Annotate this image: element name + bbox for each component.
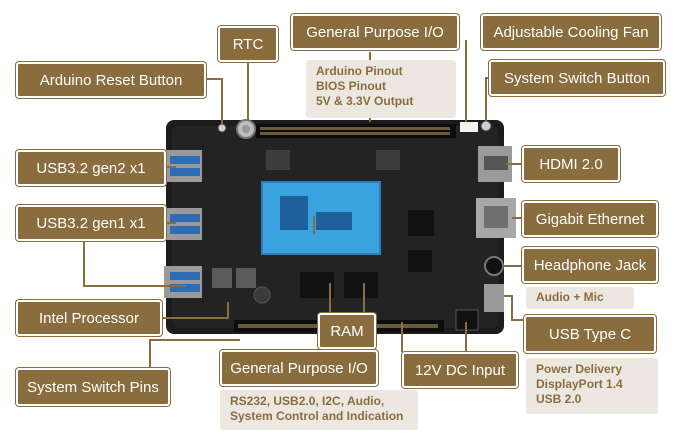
switch-button [480, 120, 492, 132]
usb-gen2-label: USB3.2 gen2 x1 [16, 150, 166, 186]
system-switch-pins-label: System Switch Pins [16, 368, 170, 406]
gpio-bottom-note-line: System Control and Indication [230, 409, 404, 423]
gpio-top-header [256, 124, 456, 138]
usb-c-note-line: USB 2.0 [536, 392, 582, 406]
intel-cpu [261, 181, 381, 255]
usb-c-note: Power Delivery DisplayPort 1.4 USB 2.0 [526, 358, 658, 414]
gpio-top-note: Arduino Pinout BIOS Pinout 5V & 3.3V Out… [306, 60, 456, 118]
usb-c-label: USB Type C [524, 315, 656, 353]
gpio-bottom-label: General Purpose I/O [220, 350, 378, 386]
fan-connector [460, 122, 478, 132]
gpio-bottom-note-line: RS232, USB2.0, I2C, Audio, [230, 394, 385, 408]
gpio-top-note-line: 5V & 3.3V Output [316, 94, 414, 108]
gpio-bottom-note: RS232, USB2.0, I2C, Audio, System Contro… [220, 390, 418, 430]
dc-input-label: 12V DC Input [402, 352, 518, 388]
reset-button [217, 123, 227, 133]
headphone-jack [484, 256, 504, 276]
usb-gen2-port [164, 150, 202, 182]
system-switch-button-label: System Switch Button [489, 60, 665, 96]
ram-chip-1 [300, 272, 334, 298]
gpio-top-label: General Purpose I/O [291, 14, 459, 50]
usb-third-port [164, 266, 202, 298]
headphone-label: Headphone Jack [522, 247, 658, 283]
usb-c-note-line: DisplayPort 1.4 [536, 377, 623, 391]
cooling-fan-label: Adjustable Cooling Fan [481, 14, 661, 50]
hdmi-label: HDMI 2.0 [522, 146, 620, 182]
usb-gen1-label: USB3.2 gen1 x1 [16, 205, 166, 241]
ethernet-label: Gigabit Ethernet [522, 201, 658, 237]
usb-c-note-line: Power Delivery [536, 362, 623, 376]
gpio-top-note-line: BIOS Pinout [316, 79, 386, 93]
hdmi-port [478, 146, 512, 182]
headphone-note-line: Audio + Mic [536, 290, 604, 304]
ram-label: RAM [318, 313, 376, 349]
rtc-label: RTC [218, 26, 278, 62]
ram-chip-2 [344, 272, 378, 298]
arduino-reset-label: Arduino Reset Button [16, 62, 206, 98]
headphone-note: Audio + Mic [526, 287, 634, 309]
intel-label: Intel Processor [16, 300, 162, 336]
gpio-top-note-line: Arduino Pinout [316, 64, 403, 78]
usb-c-port [484, 284, 504, 312]
